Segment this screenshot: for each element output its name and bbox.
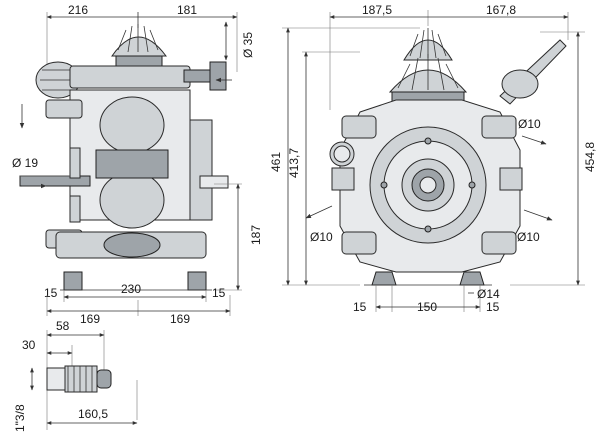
front-pump-body bbox=[305, 28, 567, 286]
dim-front-461: 461 bbox=[269, 152, 283, 172]
dim-front-port-upper-right: Ø10 bbox=[518, 117, 541, 131]
side-view: 216 181 Ø 35 bbox=[12, 3, 263, 326]
dim-front-base-left: 15 bbox=[353, 300, 367, 314]
dim-shaft-30: 30 bbox=[22, 338, 36, 352]
dim-side-foot-span: 230 bbox=[121, 282, 141, 296]
dim-front-base-right: 15 bbox=[486, 300, 500, 314]
dim-front-454-8: 454,8 bbox=[583, 142, 597, 172]
shaft-detail: 58 30 1"3/8 160,5 bbox=[13, 319, 138, 432]
dim-side-shaft-diameter: Ø 35 bbox=[241, 32, 255, 58]
dim-side-181: 181 bbox=[177, 3, 197, 17]
dim-side-187: 187 bbox=[249, 225, 263, 245]
front-view: 187,5 167,8 461 413,7 454,8 bbox=[269, 3, 597, 314]
dim-shaft-total: 160,5 bbox=[78, 407, 108, 421]
dim-side-half-right: 169 bbox=[170, 312, 190, 326]
dim-side-half-left: 169 bbox=[80, 312, 100, 326]
dim-front-port-lower-left: Ø10 bbox=[310, 230, 333, 244]
dim-front-167-8: 167,8 bbox=[486, 3, 516, 17]
dim-front-413-7: 413,7 bbox=[287, 148, 301, 178]
dim-front-port-lower-right: Ø10 bbox=[517, 230, 540, 244]
dim-side-foot-left: 15 bbox=[44, 286, 58, 300]
dim-front-187-5: 187,5 bbox=[362, 3, 392, 17]
dim-side-port-diameter: Ø 19 bbox=[12, 156, 38, 170]
dim-front-base-span: 150 bbox=[417, 300, 437, 314]
dim-front-hole-diameter: Ø14 bbox=[477, 287, 500, 301]
dim-side-foot-right: 15 bbox=[212, 286, 226, 300]
dim-shaft-58: 58 bbox=[56, 319, 70, 333]
dim-shaft-thread: 1"3/8 bbox=[13, 404, 27, 432]
side-pump-body bbox=[19, 24, 232, 291]
dim-side-216: 216 bbox=[68, 3, 88, 17]
